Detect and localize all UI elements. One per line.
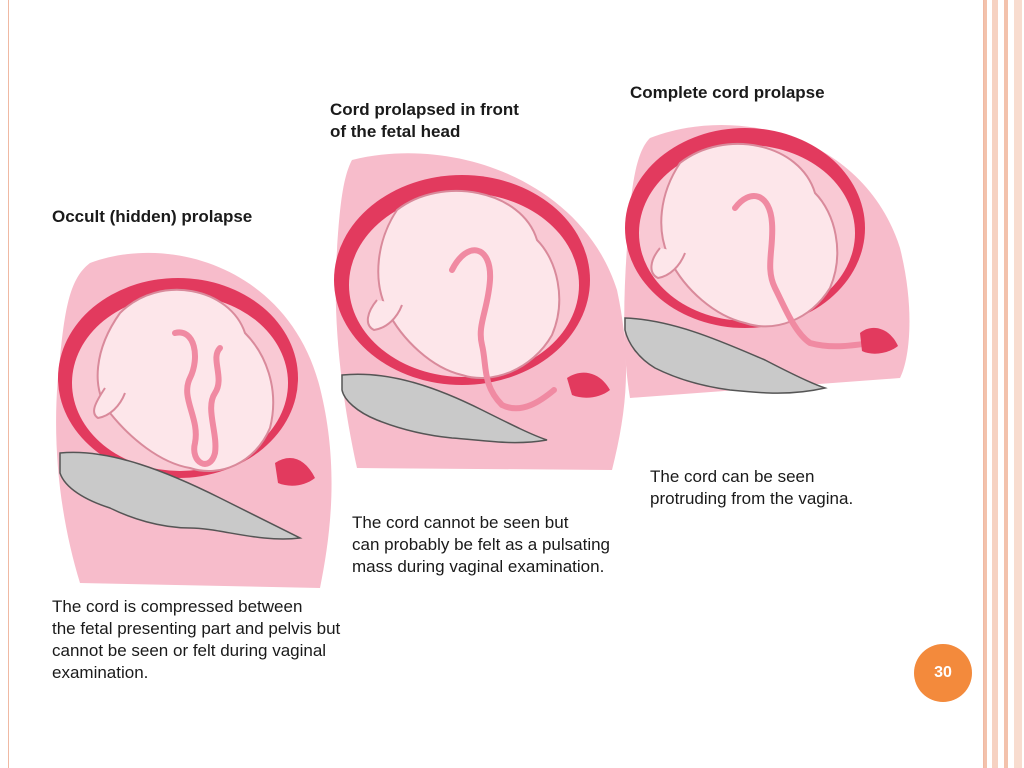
cervix bbox=[275, 458, 315, 486]
panel-1-title: Occult (hidden) prolapse bbox=[52, 207, 253, 226]
slide-frame bbox=[8, 0, 984, 768]
fetal-arm bbox=[650, 247, 686, 280]
page-number-badge: 30 bbox=[914, 644, 972, 702]
fetal-arm bbox=[93, 387, 126, 420]
panel-3-title: Complete cord prolapse bbox=[630, 83, 825, 102]
umbilical-cord bbox=[449, 247, 557, 412]
occult-prolapse-illustration bbox=[56, 252, 332, 588]
panel-2-caption: The cord cannot be seen but can probably… bbox=[352, 513, 611, 576]
cord-front-illustration bbox=[334, 153, 627, 470]
fetal-arm bbox=[366, 299, 403, 332]
right-decor-stripes bbox=[984, 0, 1024, 768]
umbilical-cord bbox=[732, 193, 881, 350]
panel-1-caption: The cord is compressed between the fetal… bbox=[52, 597, 341, 682]
sacrum-bone bbox=[624, 317, 828, 394]
complete-prolapse-illustration bbox=[624, 124, 910, 399]
sacrum-bone bbox=[341, 373, 548, 444]
panel-2-title: Cord prolapsed in front of the fetal hea… bbox=[330, 100, 519, 141]
sacrum-bone bbox=[59, 451, 303, 540]
cervix bbox=[567, 372, 610, 398]
cervix bbox=[860, 327, 898, 354]
panel-3-caption: The cord can be seen protruding from the… bbox=[650, 467, 854, 508]
umbilical-cord bbox=[172, 329, 223, 467]
